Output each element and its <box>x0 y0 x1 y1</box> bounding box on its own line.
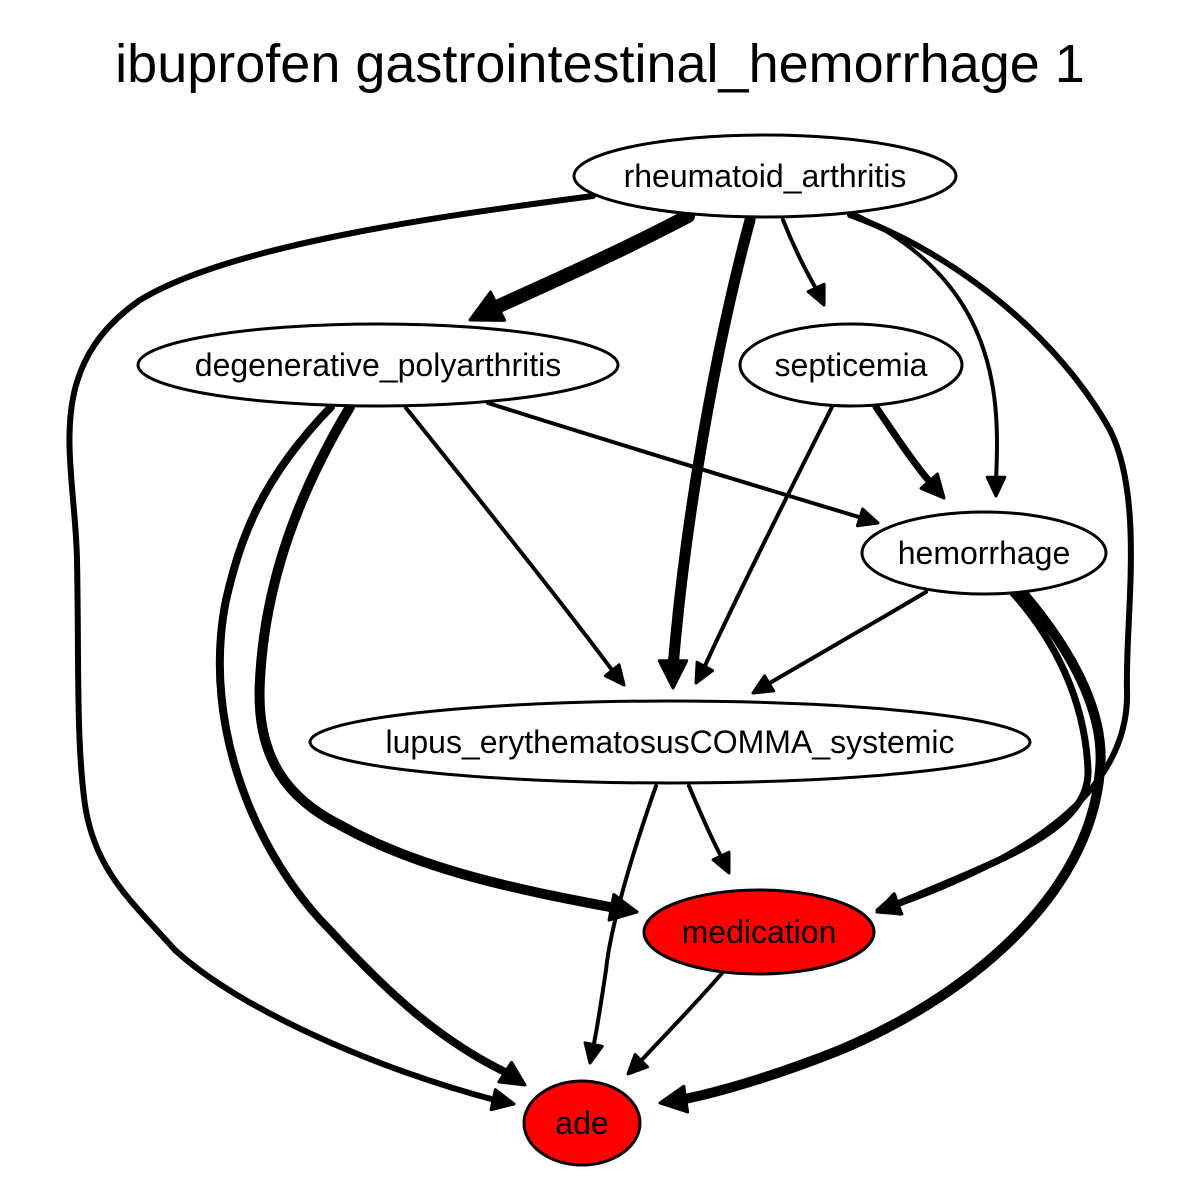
edge-line <box>254 402 615 912</box>
edge-hemorrhage-to-medication <box>875 588 1092 916</box>
edge-degenerative-polyarthritis-to-hemorrhage <box>486 401 880 528</box>
arrow-head <box>626 1052 650 1076</box>
node-label: hemorrhage <box>898 535 1071 571</box>
edge-septicemia-to-lupus <box>694 405 834 685</box>
edge-line <box>675 587 1106 1105</box>
edge-hemorrhage-to-lupus <box>751 590 928 695</box>
node-label: degenerative_polyarthritis <box>195 347 561 383</box>
node-label: septicemia <box>775 347 928 383</box>
edge-rheumatoid-arthritis-to-hemorrhage <box>848 210 1007 498</box>
edge-line <box>486 401 864 520</box>
arrow-head <box>806 282 826 307</box>
arrow-head <box>694 660 715 685</box>
node-label: lupus_erythematosusCOMMA_systemic <box>385 724 954 760</box>
edge-line <box>483 209 695 317</box>
node-ellipse <box>642 888 876 976</box>
node-lupus: lupus_erythematosusCOMMA_systemic <box>308 699 1032 785</box>
node-septicemia: septicemia <box>738 322 964 408</box>
edge-line <box>766 590 928 686</box>
edge-line <box>781 218 820 294</box>
edge-line <box>891 588 1092 909</box>
edge-lupus-to-medication <box>687 784 731 875</box>
node-ade: ade <box>522 1079 642 1167</box>
edge-line <box>66 193 596 1103</box>
edge-line <box>687 784 724 860</box>
node-ellipse <box>136 322 620 408</box>
edge-line <box>215 403 509 1076</box>
arrow-head <box>468 290 507 322</box>
arrow-head <box>711 850 731 875</box>
edge-rheumatoid-arthritis-to-ade <box>66 193 596 1112</box>
edge-rheumatoid-arthritis-to-lupus <box>657 214 756 690</box>
arrow-head <box>855 507 880 528</box>
arrow-head <box>919 472 946 500</box>
edge-line <box>848 210 1000 482</box>
arrow-head <box>658 1084 690 1114</box>
nodes-layer: rheumatoid_arthritis degenerative_polyart… <box>136 133 1108 1167</box>
edge-degenerative-polyarthritis-to-ade <box>215 403 527 1087</box>
arrow-head <box>875 892 904 916</box>
node-ellipse <box>522 1079 642 1167</box>
arrow-head <box>497 1060 527 1087</box>
arrow-head <box>603 663 626 687</box>
edge-line <box>872 403 934 486</box>
edge-line <box>638 970 725 1064</box>
node-ellipse <box>308 699 1032 785</box>
arrow-head <box>985 475 1007 498</box>
edge-line <box>591 784 658 1050</box>
node-label: rheumatoid_arthritis <box>624 158 907 194</box>
arrow-head <box>583 1041 604 1065</box>
edge-line <box>667 214 756 674</box>
edge-rheumatoid-arthritis-to-degenerative-polyarthritis <box>468 209 695 322</box>
arrow-head <box>751 674 776 695</box>
node-degenerative-polyarthritis: degenerative_polyarthritis <box>136 322 620 408</box>
edge-hemorrhage-to-ade <box>658 587 1106 1114</box>
arrow-head <box>607 892 639 922</box>
node-label: ade <box>555 1105 608 1141</box>
edge-lupus-to-ade <box>583 784 658 1065</box>
arrow-head <box>657 659 689 690</box>
edge-line <box>702 405 834 670</box>
node-hemorrhage: hemorrhage <box>860 510 1108 596</box>
edge-medication-to-ade <box>626 970 725 1076</box>
node-ellipse <box>738 322 964 408</box>
edge-septicemia-to-hemorrhage <box>872 403 946 500</box>
node-medication: medication <box>642 888 876 976</box>
node-rheumatoid-arthritis: rheumatoid_arthritis <box>572 133 958 219</box>
edge-degenerative-polyarthritis-to-lupus <box>404 406 626 687</box>
edge-rheumatoid-arthritis-to-septicemia <box>781 218 826 307</box>
edges-layer <box>66 193 1134 1114</box>
arrow-head <box>489 1088 516 1112</box>
edge-degenerative-polyarthritis-to-medication <box>254 402 639 922</box>
node-ellipse <box>860 510 1108 596</box>
edge-line <box>404 406 614 672</box>
diagram-title: ibuprofen gastrointestinal_hemorrhage 1 <box>115 34 1085 94</box>
node-label: medication <box>682 914 837 950</box>
node-ellipse <box>572 133 958 219</box>
